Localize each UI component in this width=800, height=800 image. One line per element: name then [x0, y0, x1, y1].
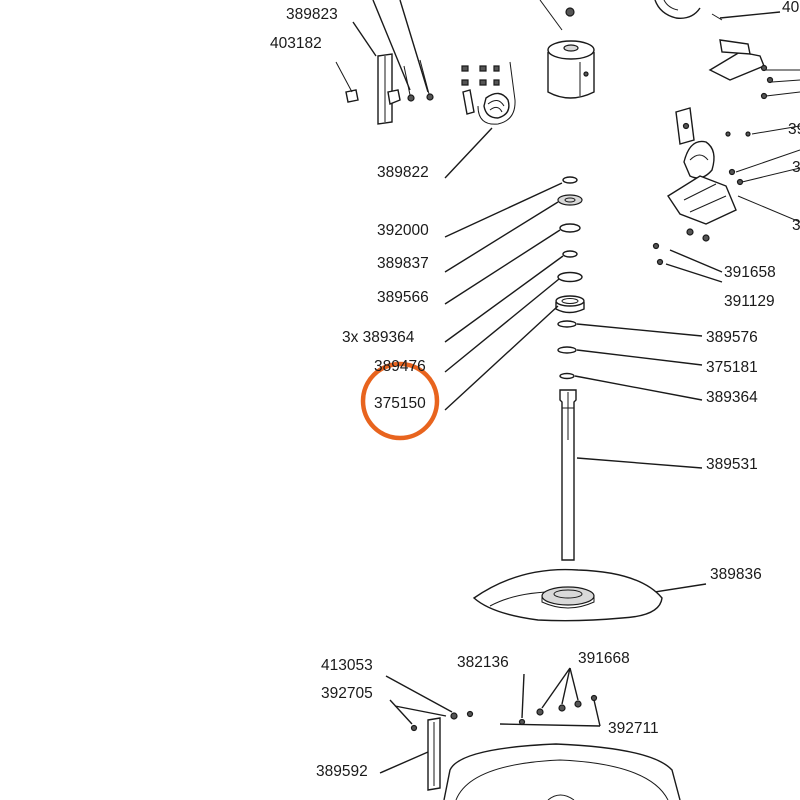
label-389566: 389566	[377, 289, 429, 306]
label-39-right: 39	[788, 121, 800, 138]
label-389822: 389822	[377, 164, 429, 181]
label-392711: 392711	[608, 720, 659, 737]
label-403182: 403182	[270, 35, 322, 52]
spring-clip-389822	[444, 61, 516, 179]
bottom-assembly	[379, 667, 681, 800]
label-389592: 389592	[316, 763, 368, 780]
part-number-labels: 389823 403182 40 389822 392000 389837 38…	[270, 0, 800, 780]
label-389364-right: 389364	[706, 389, 758, 406]
label-3x-389364: 3x 389364	[342, 329, 415, 346]
leader-lines-right	[574, 323, 707, 599]
label-389476: 389476	[374, 358, 426, 375]
label-391668: 391668	[578, 650, 630, 667]
label-391658: 391658	[724, 264, 776, 281]
highlight-circle	[360, 361, 440, 441]
label-392000: 392000	[377, 222, 429, 239]
label-389837: 389837	[377, 255, 429, 272]
washer-stack	[555, 176, 585, 380]
bracket-assembly-topleft	[335, 0, 434, 125]
label-389531: 389531	[706, 456, 758, 473]
label-375150: 375150	[374, 395, 426, 412]
leader-lines-left	[444, 182, 564, 411]
label-391129: 391129	[724, 293, 775, 310]
label-3-right-a: 3	[792, 159, 800, 176]
label-3-right-b: 3	[792, 217, 800, 234]
label-392705: 392705	[321, 685, 373, 702]
label-375181: 375181	[706, 359, 758, 376]
cylinder-cap	[539, 0, 595, 99]
label-389836: 389836	[710, 566, 762, 583]
dish-plate-389836	[472, 568, 663, 622]
label-413053: 413053	[321, 657, 373, 674]
label-40-topright: 40	[782, 0, 800, 16]
label-382136: 382136	[457, 654, 509, 671]
label-389576: 389576	[706, 329, 758, 346]
shaft-389531	[559, 389, 577, 561]
yoke-assembly-topright	[652, 0, 800, 283]
label-389823: 389823	[286, 6, 338, 23]
